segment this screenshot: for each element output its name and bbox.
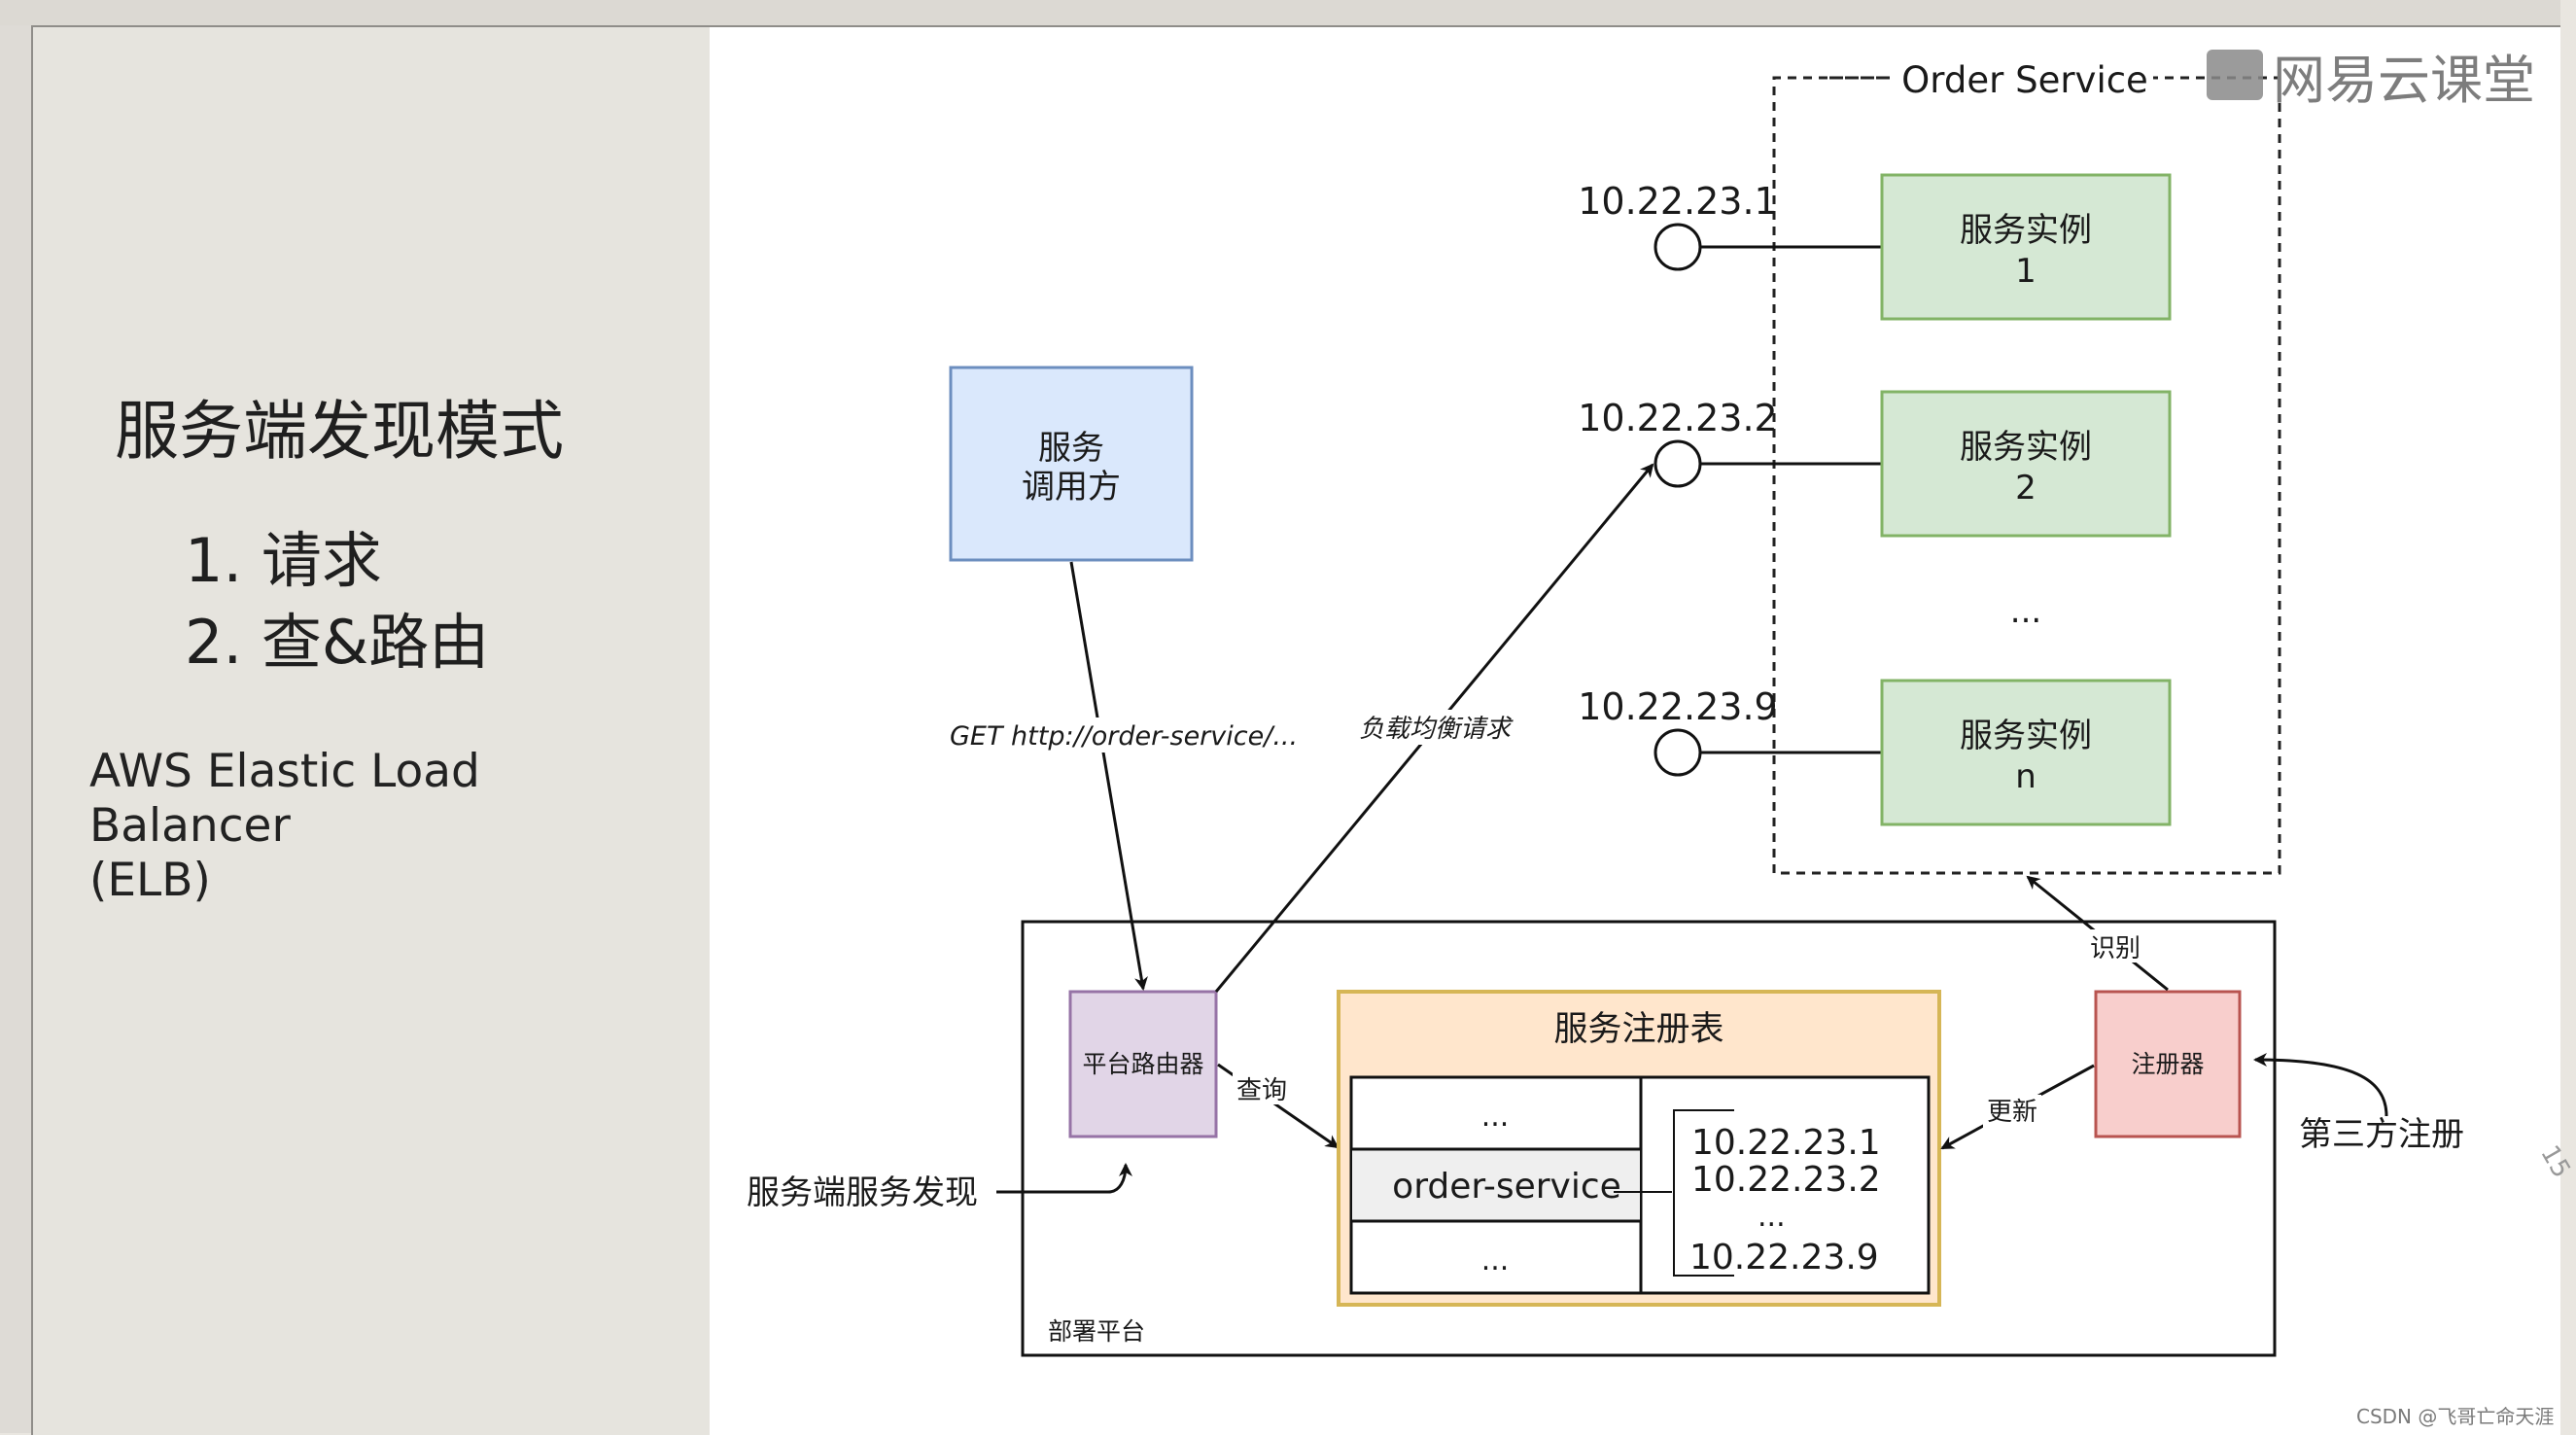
instance-box-n [1880, 679, 2172, 826]
instance-ip-1: 10.22.23.1 [1578, 180, 1777, 223]
order-service-label-bg [1891, 58, 2153, 101]
third-party-label: 第三方注册 [2299, 1115, 2464, 1154]
aws-elb-line1: AWS Elastic Load Balancer [89, 745, 480, 853]
server-discovery-arrow [996, 1163, 1132, 1194]
instance-number-2: 2 [2015, 469, 2036, 508]
instance-label-1: 服务实例 [1960, 211, 2092, 250]
get-request-label: GET http://order-service/... [950, 721, 1298, 752]
slide-title: 服务端发现模式 [115, 394, 564, 469]
deployment-platform-box [1021, 920, 2277, 1357]
caller-label-1: 服务 [1038, 429, 1104, 468]
brand-logo-icon [2207, 50, 2263, 100]
step-item-2: 2. 查&路由 [185, 607, 490, 678]
registry-ip-ellipsis: ... [1758, 1200, 1786, 1234]
registry-ip-1: 10.22.23.1 [1691, 1123, 1881, 1163]
instances-ellipsis: ... [2010, 592, 2041, 631]
registrar-label: 注册器 [2131, 1050, 2204, 1078]
instance-label-n: 服务实例 [1960, 717, 2092, 755]
server-discovery-label: 服务端服务发现 [747, 1173, 978, 1212]
query-label-bg [1233, 1071, 1291, 1104]
registrar-box [2094, 990, 2242, 1138]
lb-request-label: 负载均衡请求 [1359, 715, 1514, 744]
instance-box-2 [1880, 390, 2172, 538]
router-box [1068, 990, 1218, 1138]
router-label: 平台路由器 [1082, 1050, 1203, 1078]
update-label-bg [1983, 1095, 2041, 1128]
brand-name: 网易云课堂 [2273, 49, 2535, 111]
identify-label: 识别 [2090, 934, 2141, 963]
watermark: 网易云课堂 [2207, 41, 2535, 111]
aws-elb-text: AWS Elastic Load Balancer (ELB) [89, 745, 692, 908]
instance-number-n: n [2015, 757, 2036, 796]
registry-row-2: order-service [1392, 1167, 1621, 1207]
registry-ip-3: 10.22.23.9 [1689, 1238, 1879, 1278]
caller-label-2: 调用方 [1022, 468, 1121, 507]
get-request-arrow [1069, 561, 1148, 991]
step-list: 1. 请求 2. 查&路由 [185, 520, 489, 683]
instance-label-2: 服务实例 [1960, 428, 2092, 467]
registry-ip-bracket [1614, 1109, 1734, 1277]
instance-ip-n: 10.22.23.9 [1578, 685, 1777, 728]
instance-box-1 [1880, 173, 2172, 321]
update-label: 更新 [1987, 1098, 2037, 1127]
aws-elb-line2: (ELB) [89, 854, 211, 907]
registry-row-1: ... [1481, 1100, 1510, 1134]
instance-ip-2: 10.22.23.2 [1578, 397, 1777, 439]
instance-endpoint-1 [1654, 223, 1702, 271]
deployment-platform-label: 部署平台 [1048, 1317, 1145, 1346]
top-bar [0, 0, 2560, 25]
order-service-label: Order Service [1901, 59, 2148, 101]
caller-box [949, 366, 1194, 562]
slide-left-panel [31, 25, 712, 1435]
step-item-1: 1. 请求 [185, 525, 382, 596]
csdn-credit: CSDN @飞哥亡命天涯 [2356, 1405, 2555, 1428]
instance-endpoint-2 [1654, 439, 1702, 488]
lb-request-label-bg [1356, 710, 1512, 745]
third-party-arrow [2253, 1053, 2388, 1117]
query-label: 查询 [1236, 1076, 1287, 1105]
registry-row-highlight [1352, 1150, 1640, 1220]
instance-number-1: 1 [2015, 252, 2036, 291]
registry-row-3: ... [1481, 1243, 1510, 1278]
registry-ip-2: 10.22.23.2 [1691, 1160, 1881, 1200]
registry-title: 服务注册表 [1553, 1010, 1723, 1049]
identify-label-bg [2086, 929, 2144, 962]
instance-endpoint-n [1654, 728, 1702, 777]
get-request-label-bg [945, 718, 1256, 752]
left-edge [0, 25, 31, 1433]
